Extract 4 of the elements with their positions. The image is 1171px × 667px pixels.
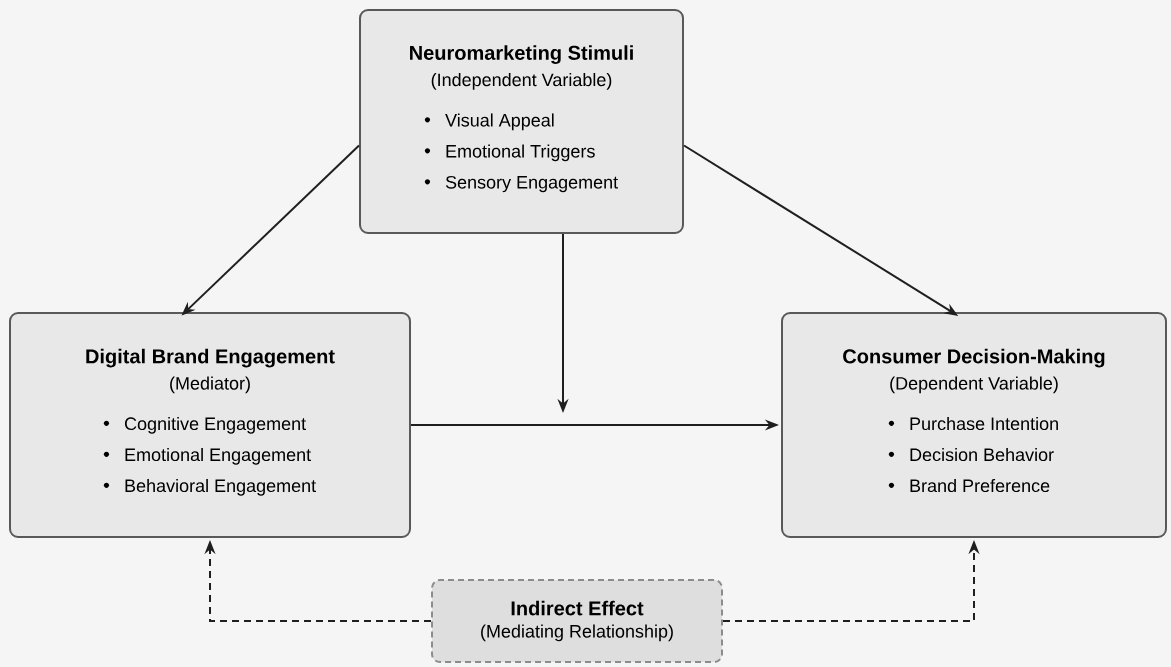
process-box: Consumer Decision-Making (Dependent Variable) Purchase Intention Decision Behavior Brand Preference xyxy=(781,312,1167,538)
process-box: Neuromarketing Stimuli (Independent Variable) Visual Appeal Emotional Triggers Sensory Engagement xyxy=(359,9,684,234)
dashed-box: Indirect Effect (Mediating Relationship) xyxy=(431,579,723,663)
process-box: Digital Brand Engagement (Mediator) Cognitive Engagement Emotional Engagement Behavioral Engagement xyxy=(9,312,411,538)
